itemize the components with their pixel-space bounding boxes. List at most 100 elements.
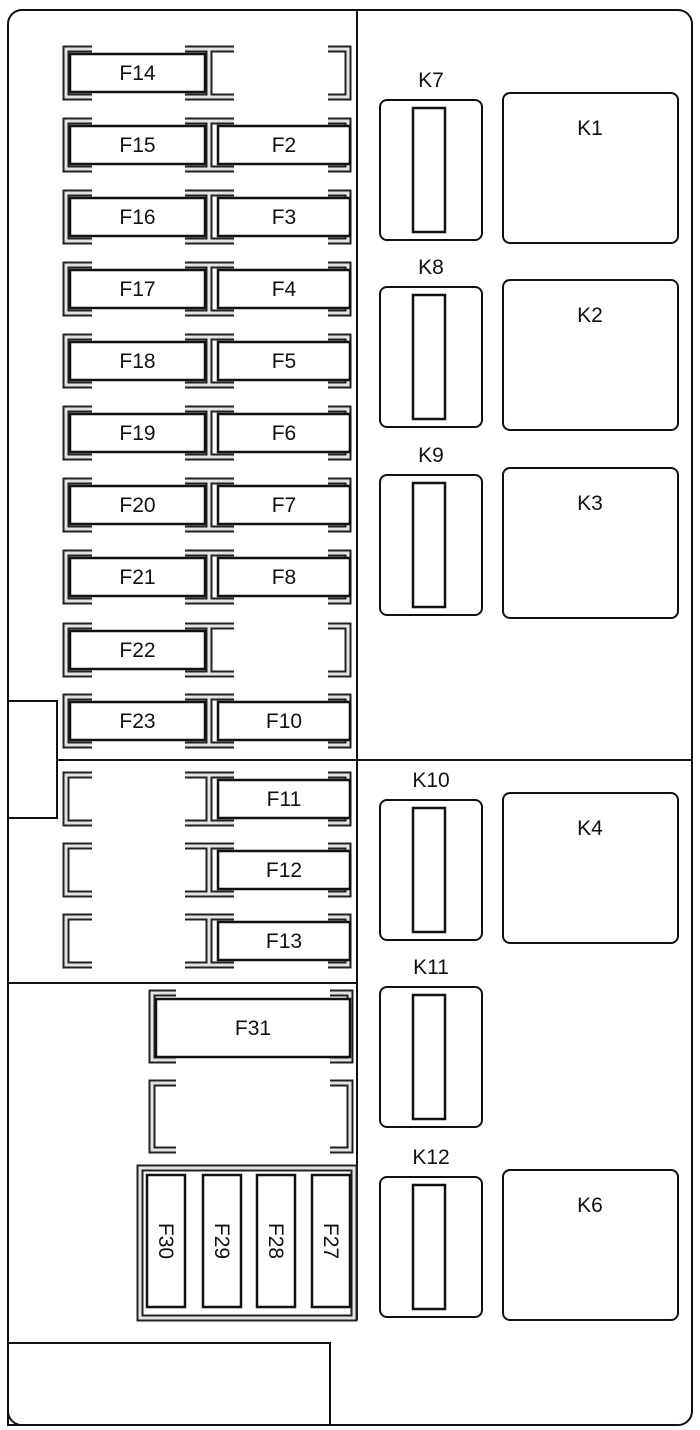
clip-left-inner — [64, 773, 92, 825]
fuse-body — [216, 196, 352, 238]
relay-label: K4 — [577, 817, 603, 840]
fuse-body — [216, 556, 352, 598]
relay-K9[interactable]: K9 — [379, 444, 483, 616]
fuse-label: F29 — [210, 1223, 233, 1259]
fuse-label: F11 — [267, 788, 302, 811]
relay-K3[interactable]: K3 — [502, 467, 679, 619]
relay-K8[interactable]: K8 — [379, 256, 483, 428]
fuse-F30[interactable]: F30 — [145, 1173, 187, 1309]
fuse-body — [154, 997, 352, 1059]
fuse-label: F13 — [266, 930, 302, 953]
fuse-label: F20 — [119, 494, 155, 517]
fuse-F20[interactable]: F20 — [68, 484, 207, 526]
fuse-body — [201, 1173, 243, 1309]
clip-middle-inner — [185, 844, 234, 896]
fuse-F6[interactable]: F6 — [216, 412, 352, 454]
relay-K6[interactable]: K6 — [502, 1169, 679, 1321]
fuse-F15[interactable]: F15 — [68, 124, 207, 166]
clip-right-inner — [328, 624, 350, 676]
fuse-F23[interactable]: F23 — [68, 700, 207, 742]
fuse-body — [216, 412, 352, 454]
relay-slot — [411, 293, 447, 421]
fuse-F3[interactable]: F3 — [216, 196, 352, 238]
relay-body — [502, 279, 679, 431]
fuse-F5[interactable]: F5 — [216, 340, 352, 382]
fuse-F31[interactable]: F31 — [154, 997, 352, 1059]
fuse-label: F17 — [119, 278, 155, 301]
clip-left-inner — [64, 624, 92, 676]
clip-middle-inner — [185, 407, 234, 459]
clip-left-inner — [64, 844, 92, 896]
fuse-F16[interactable]: F16 — [68, 196, 207, 238]
fuse-body — [68, 52, 207, 94]
fuse-F27[interactable]: F27 — [310, 1173, 352, 1309]
fuse-F22[interactable]: F22 — [68, 629, 207, 671]
clip-left-inner — [64, 47, 92, 99]
fuse-label: F5 — [272, 350, 297, 373]
fuse-F28[interactable]: F28 — [255, 1173, 297, 1309]
clip-left-inner — [64, 119, 92, 171]
fuse-F14[interactable]: F14 — [68, 52, 207, 94]
relay-slot — [411, 993, 447, 1121]
fuse-label: F7 — [272, 494, 297, 517]
fuse-F19[interactable]: F19 — [68, 412, 207, 454]
fuse-label: F21 — [119, 566, 155, 589]
fuse-label: F3 — [272, 206, 297, 229]
fuse-body — [68, 556, 207, 598]
fuse-body — [216, 268, 352, 310]
relay-body — [502, 792, 679, 944]
fuse-F17[interactable]: F17 — [68, 268, 207, 310]
bottom-block — [7, 1342, 331, 1426]
fuse-F2[interactable]: F2 — [216, 124, 352, 166]
fuse-label: F18 — [119, 350, 155, 373]
fuse-F18[interactable]: F18 — [68, 340, 207, 382]
fuse-label: F6 — [272, 422, 297, 445]
fuse-body — [216, 778, 352, 820]
clip-left-inner — [64, 407, 92, 459]
relay-K1[interactable]: K1 — [502, 92, 679, 244]
fuse-F13[interactable]: F13 — [216, 920, 352, 962]
relay-K7[interactable]: K7 — [379, 69, 483, 241]
fuse-label: F23 — [119, 710, 155, 733]
clip-empty-slot-inner — [150, 1081, 352, 1152]
fuse-F12[interactable]: F12 — [216, 849, 352, 891]
relay-slot — [411, 106, 447, 234]
fuse-body — [68, 268, 207, 310]
relay-label: K10 — [412, 769, 449, 792]
clip-left-inner — [64, 263, 92, 315]
relay-K11[interactable]: K11 — [379, 956, 483, 1128]
relay-body — [502, 92, 679, 244]
relay-label: K3 — [577, 492, 603, 515]
clip-left-inner — [64, 479, 92, 531]
relay-K2[interactable]: K2 — [502, 279, 679, 431]
fuse-body — [216, 700, 352, 742]
relay-slot — [411, 806, 447, 934]
relay-slot — [411, 481, 447, 609]
relay-K10[interactable]: K10 — [379, 769, 483, 941]
fuse-F7[interactable]: F7 — [216, 484, 352, 526]
fuse-body — [68, 484, 207, 526]
fuse-label: F12 — [266, 859, 302, 882]
fuse-F29[interactable]: F29 — [201, 1173, 243, 1309]
fuse-F8[interactable]: F8 — [216, 556, 352, 598]
clip-right-inner — [328, 47, 350, 99]
relay-K4[interactable]: K4 — [502, 792, 679, 944]
relay-label: K9 — [418, 444, 444, 467]
clip-middle-inner — [185, 191, 234, 243]
fuse-F11[interactable]: F11 — [216, 778, 352, 820]
clip-left-inner — [64, 335, 92, 387]
clip-middle-inner — [185, 551, 234, 603]
relay-slot — [411, 1183, 447, 1311]
relay-K12[interactable]: K12 — [379, 1146, 483, 1318]
fuse-F21[interactable]: F21 — [68, 556, 207, 598]
fuse-F4[interactable]: F4 — [216, 268, 352, 310]
fuse-label: F27 — [319, 1223, 342, 1259]
fuse-F10[interactable]: F10 — [216, 700, 352, 742]
relay-label: K7 — [418, 69, 444, 92]
clip-middle-inner — [185, 47, 234, 99]
fuse-label: F8 — [272, 566, 297, 589]
relay-body — [502, 1169, 679, 1321]
fuse-body — [68, 196, 207, 238]
vertical-fuse-frame-inner — [138, 1166, 356, 1320]
